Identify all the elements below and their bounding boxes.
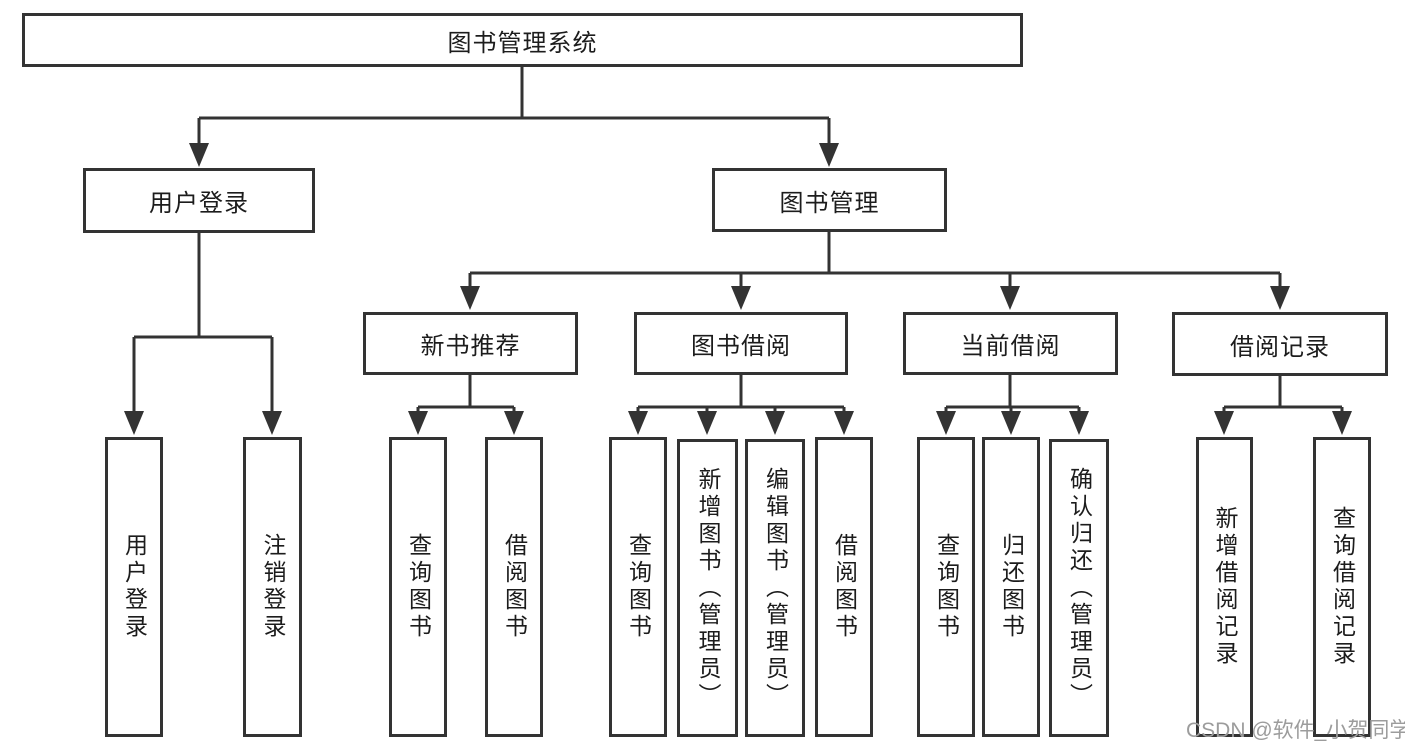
leaf-query-books-borrowing: 查询图书	[609, 437, 667, 737]
connector-root-to-level2	[197, 67, 831, 145]
leaf-add-books-admin-label: 新增图书（管理员）	[695, 466, 721, 710]
connector-book-borrowing-to-leaves	[636, 375, 846, 413]
connector-book-mgmt-to-level3	[468, 232, 1282, 288]
leaf-edit-books-admin: 编辑图书（管理员）	[745, 439, 805, 737]
node-book-borrowing: 图书借阅	[634, 312, 848, 375]
leaf-edit-books-admin-label: 编辑图书（管理员）	[762, 466, 789, 710]
node-current-borrowing: 当前借阅	[903, 312, 1118, 375]
leaf-query-borrow-record-label: 查询借阅记录	[1329, 506, 1356, 668]
node-borrow-records-label: 借阅记录	[1230, 333, 1330, 361]
node-root-label: 图书管理系统	[447, 29, 598, 57]
leaf-add-borrow-record-label: 新增借阅记录	[1212, 506, 1238, 668]
leaf-user-login-label: 用户登录	[121, 533, 148, 641]
leaf-borrow-books-recommend-label: 借阅图书	[501, 533, 528, 641]
leaf-return-books: 归还图书	[982, 437, 1040, 737]
leaf-logout: 注销登录	[243, 437, 302, 737]
connector-borrow-records-to-leaves	[1222, 375, 1344, 413]
node-new-book-recommend-label: 新书推荐	[420, 333, 521, 360]
leaf-add-borrow-record: 新增借阅记录	[1196, 437, 1253, 737]
arrowheads	[124, 143, 1352, 435]
node-user-login-label: 用户登录	[149, 190, 249, 217]
csdn-watermark: CSDN @软件_小贺同学	[1186, 719, 1405, 742]
leaf-query-books-current-label: 查询图书	[933, 533, 960, 641]
leaf-query-books-recommend: 查询图书	[389, 437, 447, 737]
node-current-borrowing-label: 当前借阅	[960, 333, 1061, 360]
connector-user-login-to-leaves	[132, 233, 274, 413]
leaf-borrow-books-label: 借阅图书	[831, 533, 858, 641]
leaf-add-books-admin: 新增图书（管理员）	[677, 439, 738, 737]
leaf-return-books-label: 归还图书	[998, 533, 1025, 641]
leaf-query-books-recommend-label: 查询图书	[405, 533, 432, 641]
leaf-query-books-current: 查询图书	[917, 437, 975, 737]
node-book-management: 图书管理	[712, 168, 947, 232]
leaf-confirm-return-admin-label: 确认归还（管理员）	[1066, 466, 1093, 710]
connector-new-book-to-leaves	[416, 375, 516, 413]
node-book-management-label: 图书管理	[779, 189, 880, 217]
node-user-login: 用户登录	[83, 168, 315, 233]
node-root-library-system: 图书管理系统	[22, 13, 1023, 67]
connector-current-borrowing-to-leaves	[944, 375, 1081, 413]
leaf-borrow-books: 借阅图书	[815, 437, 873, 737]
leaf-logout-label: 注销登录	[260, 533, 286, 641]
leaf-query-books-borrowing-label: 查询图书	[625, 533, 652, 641]
leaf-query-borrow-record: 查询借阅记录	[1313, 437, 1371, 737]
leaf-user-login: 用户登录	[105, 437, 163, 737]
node-new-book-recommend: 新书推荐	[363, 312, 578, 375]
leaf-confirm-return-admin: 确认归还（管理员）	[1049, 439, 1109, 737]
node-borrow-records: 借阅记录	[1172, 312, 1388, 376]
node-book-borrowing-label: 图书借阅	[691, 333, 791, 360]
leaf-borrow-books-recommend: 借阅图书	[485, 437, 543, 737]
